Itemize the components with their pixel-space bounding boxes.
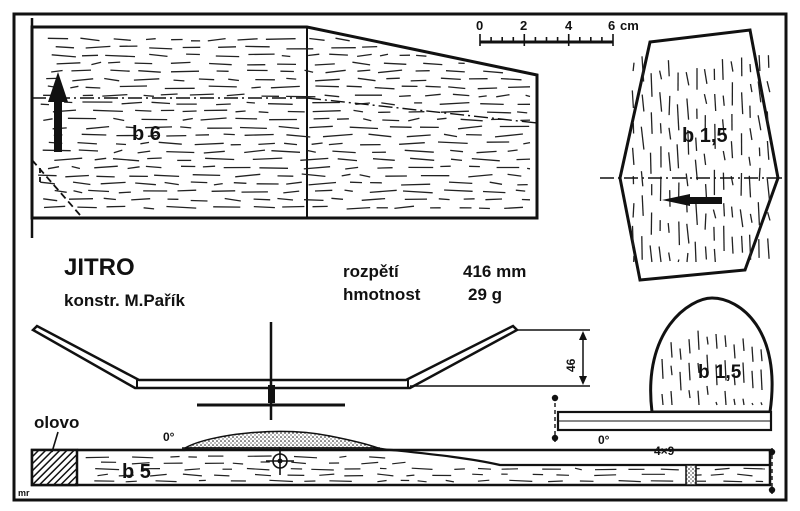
front-view: 46 (30, 322, 590, 420)
grain-arrow-head (48, 72, 68, 102)
stick-joint (685, 464, 697, 486)
scale-bar: 0 2 4 6 cm (476, 18, 639, 46)
scale-tick-6: 6 (608, 18, 615, 33)
stab-grain-arrow-shaft (688, 197, 722, 204)
scale-tick-0: 0 (476, 18, 483, 33)
scale-tick-4: 4 (565, 18, 573, 33)
draftsman-signature: mr (18, 488, 30, 498)
fin-material-label: b 1,5 (698, 362, 742, 383)
cg-mark (266, 447, 294, 475)
fuselage-material-label: b 5 (122, 461, 151, 483)
span-value: 416 mm (463, 262, 526, 281)
ballast-leader (51, 431, 59, 453)
wing-plan: b 6 (30, 18, 539, 238)
mass-label: hmotnost (343, 285, 421, 304)
mass-value: 29 g (468, 285, 502, 304)
stabilizer-plan: b 1,5 (600, 28, 786, 282)
stab-incidence-angle: 0° (598, 433, 610, 447)
fuselage-side-view: b 5 4×9 0° (30, 430, 776, 494)
span-label: rozpětí (343, 262, 400, 281)
wing-root-profile (182, 430, 379, 449)
designer-credit: konstr. M.Pařík (64, 291, 185, 310)
ballast-label: olovo (34, 413, 79, 432)
fin-side-view: b 1,5 0° (551, 296, 774, 447)
model-title: JITRO (64, 254, 135, 281)
stabilizer-material-label: b 1,5 (682, 125, 728, 147)
sheet-frame (12, 12, 788, 502)
grain-arrow-shaft (54, 100, 62, 152)
lead-ballast (30, 448, 79, 487)
scale-tick-2: 2 (520, 18, 527, 33)
scale-unit: cm (620, 18, 639, 33)
stick-dimension: 4×9 (654, 444, 675, 458)
dihedral-dimension: 46 (564, 358, 578, 372)
stab-grain-arrow-head (662, 194, 690, 206)
wing-incidence-angle: 0° (163, 430, 175, 444)
wing-material-label: b 6 (132, 123, 161, 145)
